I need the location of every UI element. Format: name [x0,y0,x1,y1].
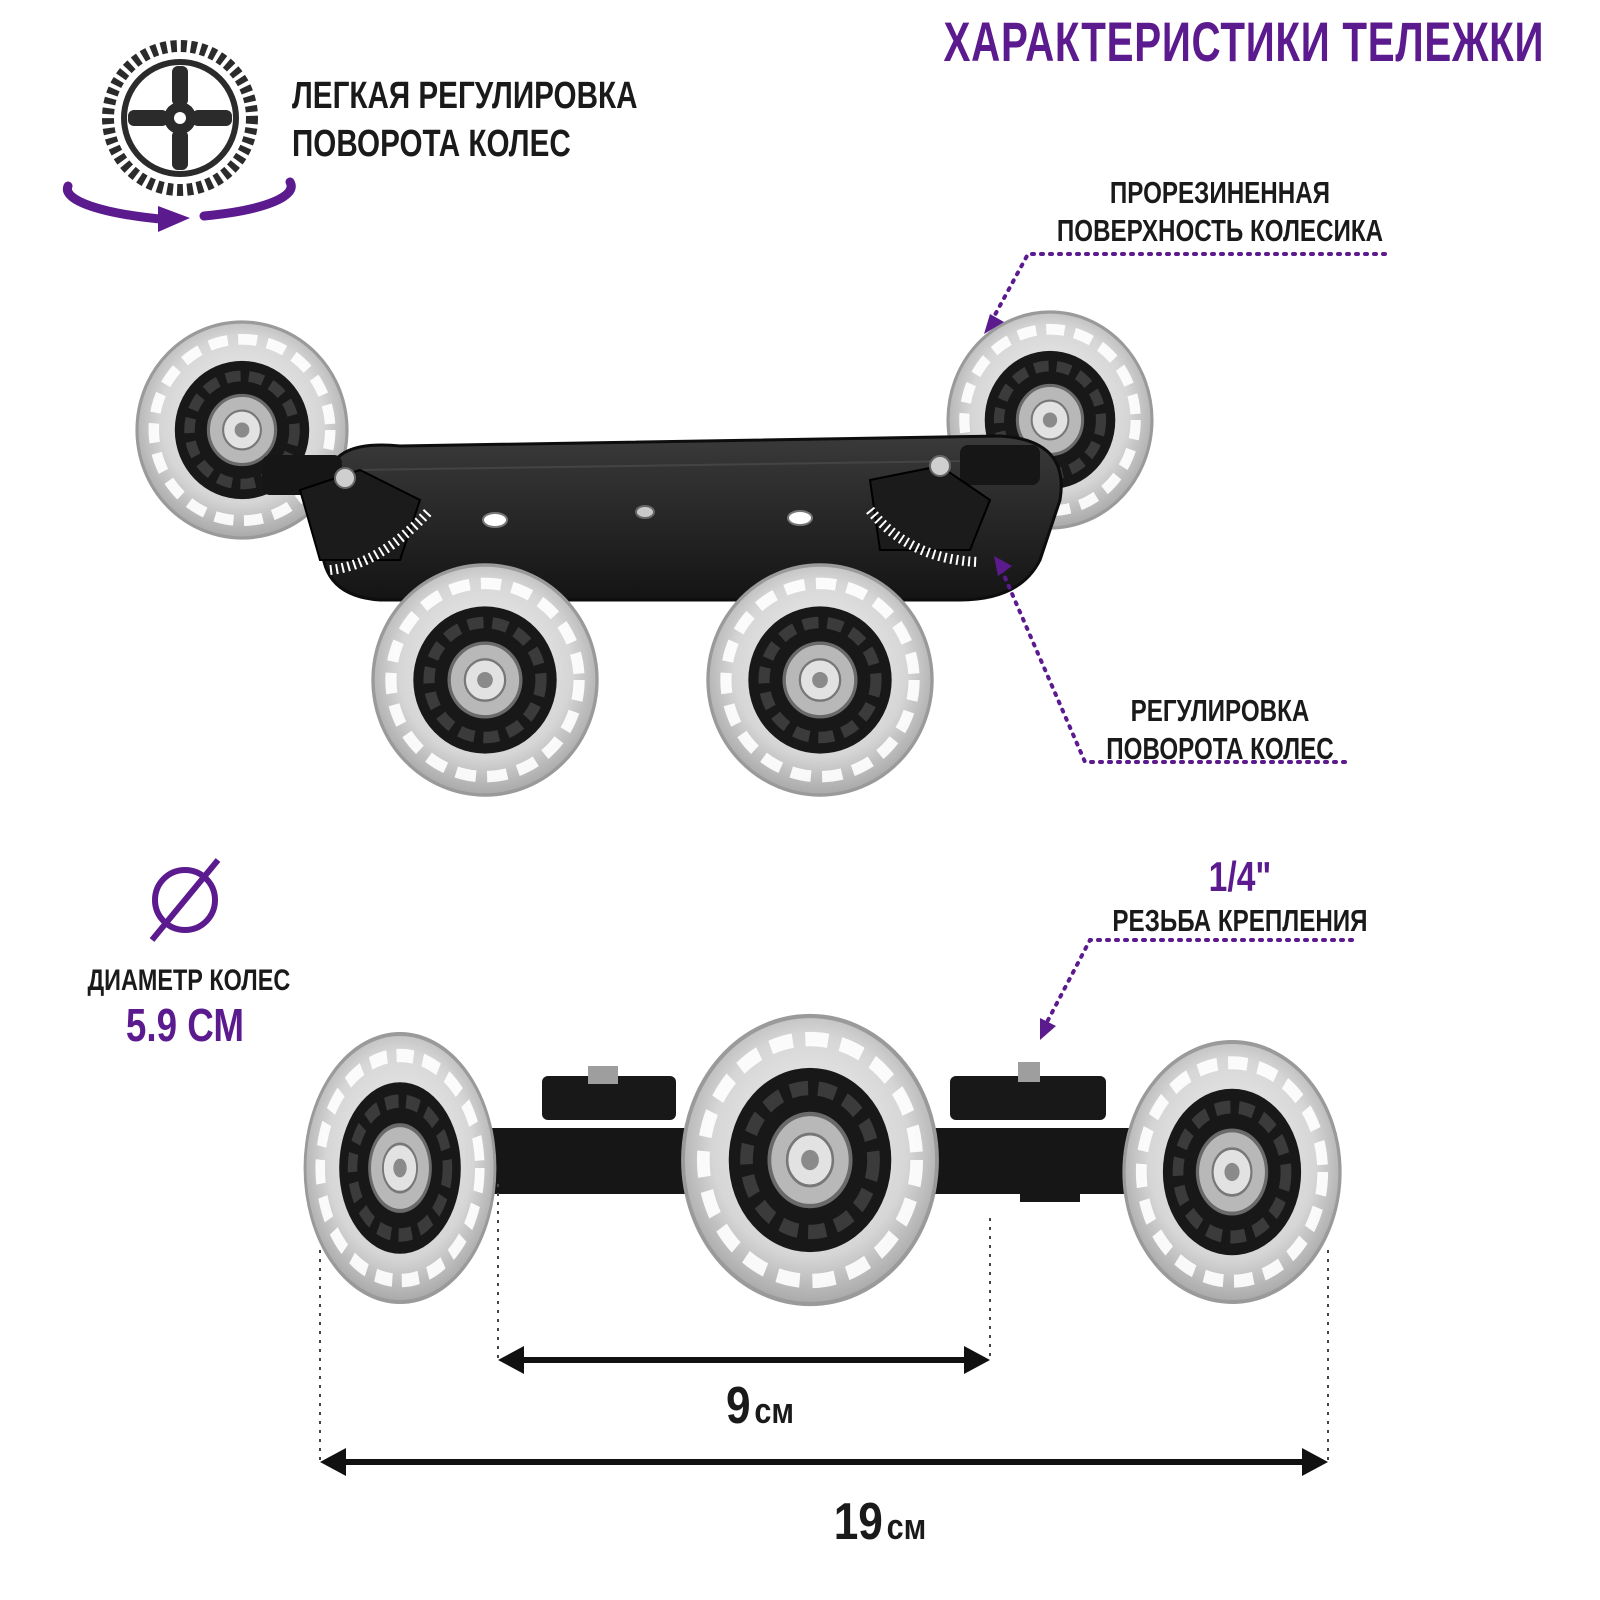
dimension-overall: 19 см [795,1496,965,1548]
callout-wheel-adjust: РЕГУЛИРОВКА ПОВОРОТА КОЛЕС [1072,692,1368,768]
dimension-arrow-9 [498,1346,990,1374]
callout-arrowhead [1040,1018,1056,1040]
dimension-overall-value: 19 [833,1493,883,1551]
feature-easy-adjust: ЛЕГКАЯ РЕГУЛИРОВКА ПОВОРОТА КОЛЕС [292,72,637,168]
dimension-inner-unit: см [754,1390,795,1431]
thread-size: 1/4" [1208,853,1272,900]
dolly-front-view [305,1016,1340,1304]
feature-line-1: ЛЕГКАЯ РЕГУЛИРОВКА [292,75,638,117]
callout-rubber-surface: ПРОРЕЗИНЕННАЯ ПОВЕРХНОСТЬ КОЛЕСИКА [1056,174,1384,250]
callout-line-1: РЕГУЛИРОВКА [1130,693,1310,728]
page-title: ХАРАКТЕРИСТИКИ ТЕЛЕЖКИ [943,10,1544,73]
dimension-inner-value: 9 [725,1377,751,1435]
callout-line-thread [1044,938,1354,1026]
callout-line-1: ПРОРЕЗИНЕННАЯ [1109,175,1331,210]
feature-line-2: ПОВОРОТА КОЛЕС [292,123,571,165]
dimension-inner: 9 см [692,1380,828,1432]
dolly-top-view [137,312,1152,795]
callout-line-2: ПОВОРОТА КОЛЕС [1106,731,1334,766]
dimension-arrow-19 [320,1448,1328,1476]
callout-mount-thread: РЕЗЬБА КРЕПЛЕНИЯ [1112,903,1368,938]
dimension-guides [319,1184,1329,1460]
wheel-rotate-icon [62,40,296,232]
callout-arrowhead [994,556,1012,576]
diameter-label: ДИАМЕТР КОЛЕС [87,964,291,997]
diameter-icon [149,858,221,942]
dimension-overall-unit: см [886,1506,927,1547]
callout-line-2: ПОВЕРХНОСТЬ КОЛЕСИКА [1056,213,1384,248]
diameter-value: 5.9 СМ [125,999,245,1051]
callout-lines-top [988,252,1387,764]
callout-arrowhead [984,314,1004,334]
